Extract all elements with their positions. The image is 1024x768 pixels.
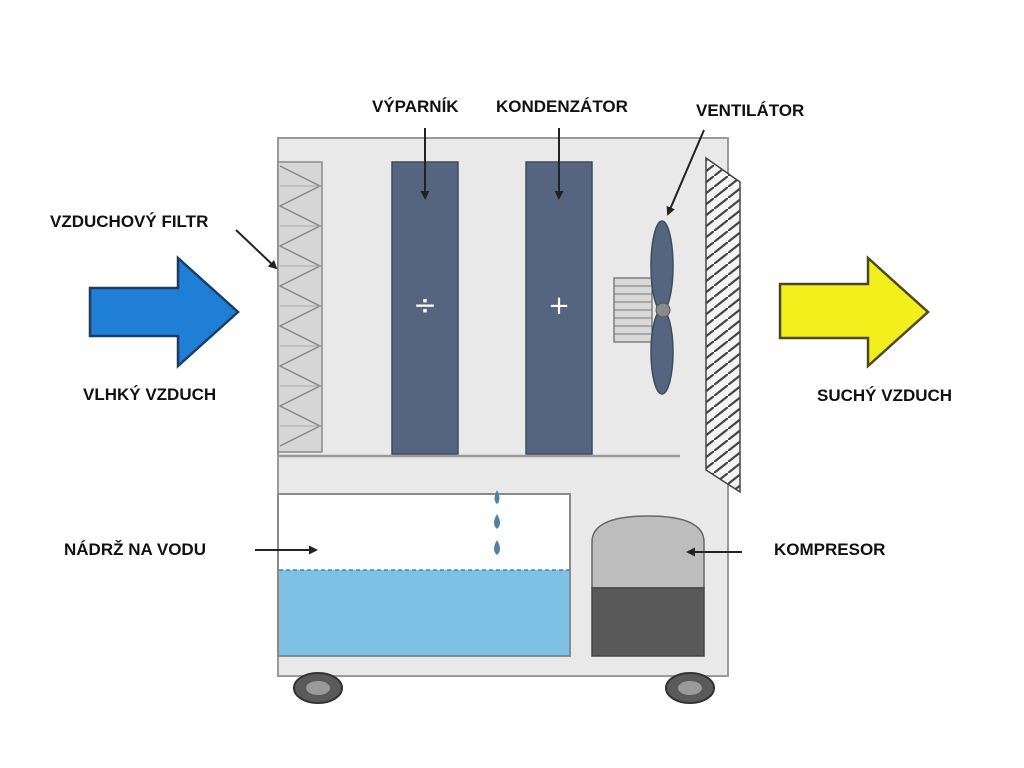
condenser-label: KONDENZÁTOR	[496, 97, 628, 116]
compressor-label: KOMPRESOR	[774, 540, 886, 559]
fan-icon	[613, 220, 674, 395]
evaporator-symbol: ÷	[413, 288, 436, 321]
water-tank	[277, 493, 571, 657]
air-outlet-grill	[705, 156, 741, 494]
fan-leader	[666, 129, 705, 216]
wheels	[293, 672, 715, 704]
dry-air-label: SUCHÝ VZDUCH	[817, 386, 953, 405]
water-tank-label: NÁDRŽ NA VODU	[64, 540, 206, 559]
humid-air-label: VLHKÝ VZDUCH	[83, 385, 217, 404]
fan-label: VENTILÁTOR	[696, 101, 805, 120]
evaporator-coil	[391, 161, 459, 455]
condenser-symbol: +	[548, 291, 570, 321]
dry-air-arrow	[778, 255, 930, 369]
compressor	[591, 515, 705, 657]
air-filter-label: VZDUCHOVÝ FILTR	[50, 212, 209, 231]
water-drops	[494, 490, 500, 555]
filter-leader	[235, 229, 278, 270]
air-filter	[277, 161, 323, 453]
condenser-coil	[525, 161, 593, 455]
humid-air-arrow	[88, 255, 240, 369]
evaporator-label: VÝPARNÍK	[372, 97, 459, 116]
